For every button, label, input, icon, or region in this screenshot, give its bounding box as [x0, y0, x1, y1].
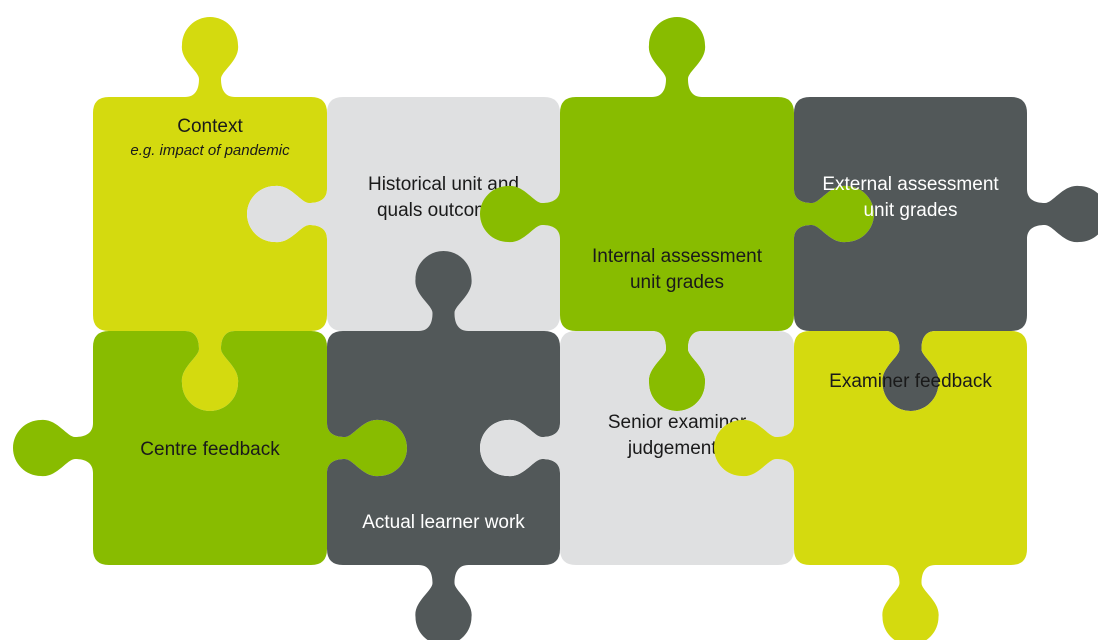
piece-external-assessment-line-1: External assessment [822, 174, 999, 195]
piece-senior-examiner-line-1: Senior examiner [608, 412, 747, 433]
piece-internal-assessment-line-2: unit grades [630, 272, 724, 293]
piece-senior-examiner: Senior examiner judgements [480, 331, 794, 565]
piece-historical-outcomes-label: Historical unit and quals outcomes [368, 174, 519, 221]
piece-external-assessment: External assessment unit grades [794, 97, 1098, 411]
piece-examiner-feedback-shape [714, 331, 1027, 640]
piece-senior-examiner-shape [480, 331, 794, 565]
piece-centre-feedback-shape [13, 331, 407, 565]
piece-actual-learner-work: Actual learner work [327, 251, 560, 640]
piece-context-shape [93, 17, 327, 411]
piece-internal-assessment-line-1: Internal assessment [592, 246, 763, 267]
piece-historical-outcomes-line-2: quals outcomes [377, 200, 510, 221]
piece-internal-assessment-shape [480, 17, 874, 411]
piece-actual-learner-work-shape [327, 251, 560, 640]
piece-centre-feedback: Centre feedback [13, 331, 407, 565]
piece-historical-outcomes-line-1: Historical unit and [368, 174, 519, 195]
piece-actual-learner-work-label: Actual learner work [362, 512, 525, 533]
piece-examiner-feedback-line-1: Examiner feedback [829, 371, 992, 392]
piece-internal-assessment: Internal assessment unit grades [480, 17, 874, 411]
piece-examiner-feedback-label: Examiner feedback [829, 371, 992, 392]
piece-context-subtitle: e.g. impact of pandemic [130, 142, 290, 159]
piece-historical-outcomes: Historical unit and quals outcomes [247, 97, 560, 331]
piece-historical-outcomes-shape [247, 97, 560, 331]
piece-context-label: Context e.g. impact of pandemic [130, 116, 290, 159]
piece-context: Context e.g. impact of pandemic [93, 17, 327, 411]
piece-centre-feedback-label: Centre feedback [140, 439, 280, 460]
piece-external-assessment-label: External assessment unit grades [822, 174, 999, 221]
piece-external-assessment-shape [794, 97, 1098, 411]
piece-context-line-1: Context [177, 116, 243, 137]
piece-centre-feedback-line-1: Centre feedback [140, 439, 280, 460]
piece-internal-assessment-label: Internal assessment unit grades [592, 246, 763, 293]
piece-senior-examiner-label: Senior examiner judgements [608, 412, 747, 459]
piece-actual-learner-work-line-1: Actual learner work [362, 512, 525, 533]
piece-examiner-feedback: Examiner feedback [714, 331, 1027, 640]
piece-external-assessment-line-2: unit grades [863, 200, 957, 221]
piece-senior-examiner-line-2: judgements [627, 438, 726, 459]
